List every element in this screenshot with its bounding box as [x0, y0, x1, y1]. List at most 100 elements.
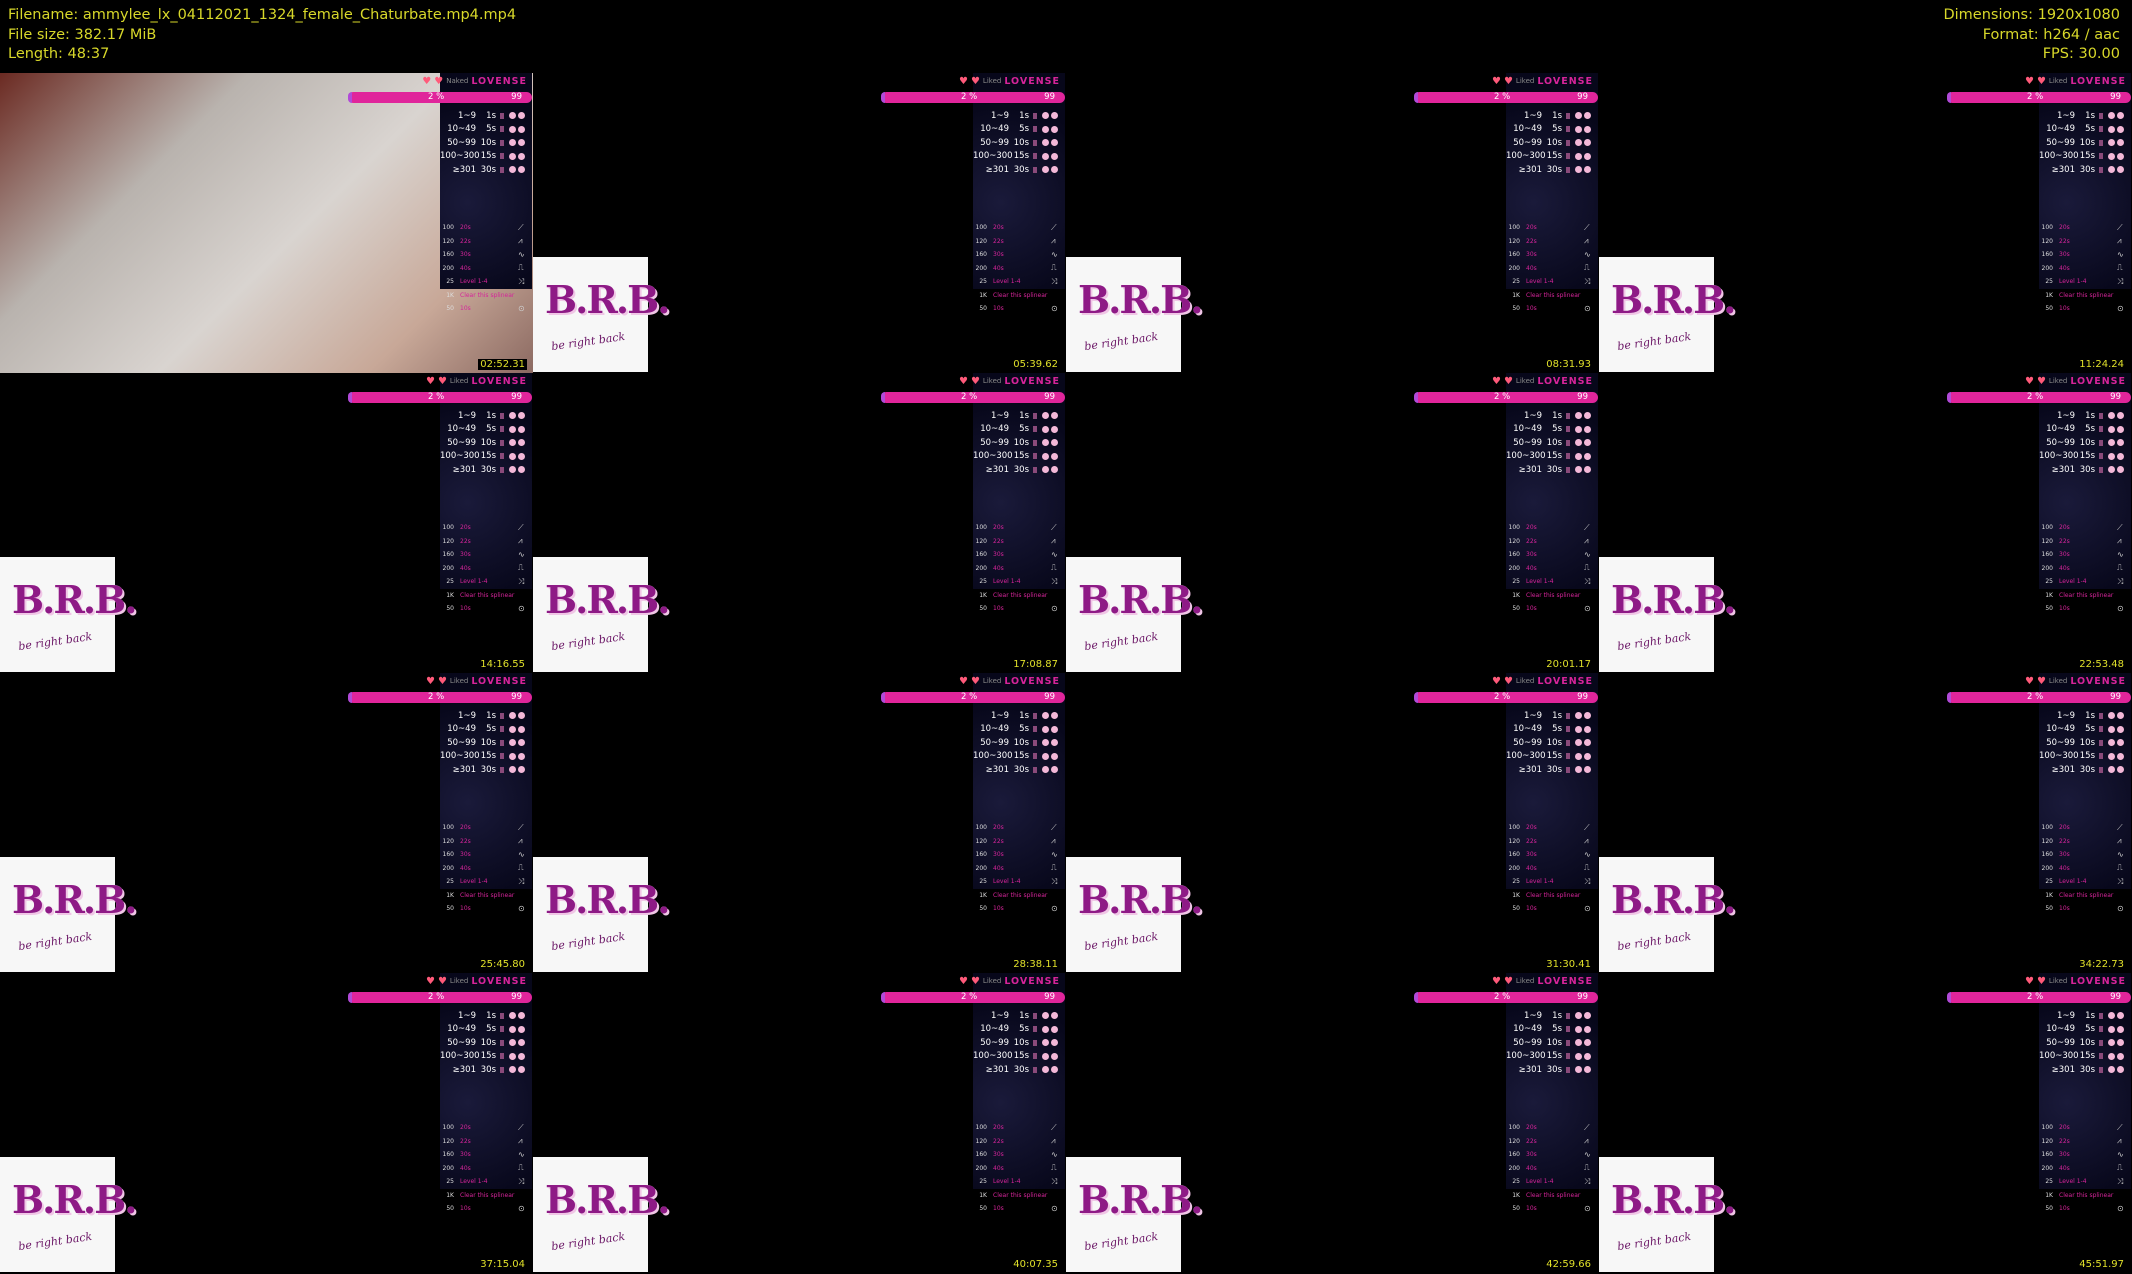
- level-indicator: [500, 739, 504, 746]
- brb-title: B.R.B.: [1611, 1177, 1737, 1222]
- wave-square-icon: ⎍: [2117, 563, 2123, 573]
- tip-duration: 1s: [1552, 710, 1562, 721]
- vibrate-icon: [1042, 452, 1049, 460]
- level-indicator: [1033, 126, 1037, 133]
- brb-title: B.R.B.: [12, 577, 138, 622]
- tip-range: 100~300: [973, 151, 1013, 162]
- command-tokens: 25: [2045, 578, 2053, 586]
- heart-icon: ♥: [970, 975, 980, 987]
- level-indicator: [2099, 439, 2103, 446]
- tip-range: 10~49: [980, 724, 1009, 735]
- tip-duration: 10s: [2079, 437, 2095, 448]
- level-indicator: [2099, 739, 2103, 746]
- tip-range: ≥301: [1518, 164, 1542, 175]
- tip-duration: 5s: [486, 124, 496, 135]
- vibrate-icon: [1575, 725, 1582, 733]
- timestamp: 45:51.97: [2079, 1259, 2124, 1270]
- tip-duration: 15s: [2079, 151, 2095, 162]
- command-tokens: 1K: [446, 291, 454, 299]
- level-indicator: [1566, 126, 1570, 133]
- heart-icon: ♥: [1503, 375, 1513, 387]
- liked-label: Liked: [2048, 677, 2068, 685]
- rotate-icon: [1584, 439, 1591, 447]
- command-name: Clear this splinear: [1526, 291, 1581, 299]
- heart-icon: ♥: [2024, 375, 2034, 387]
- rotate-icon: [2117, 112, 2124, 120]
- command-tokens: 1K: [446, 591, 454, 599]
- timestamp: 05:39.62: [1013, 359, 1058, 370]
- rotate-icon: [518, 139, 525, 147]
- tip-duration: 10s: [1013, 737, 1029, 748]
- rotate-icon: [1584, 139, 1591, 147]
- goal-value: 99: [511, 692, 522, 702]
- tip-menu-panel: [1506, 73, 1598, 289]
- rotate-icon: [1584, 112, 1591, 120]
- tip-range: ≥301: [2051, 764, 2075, 775]
- progress-fill: [1947, 992, 1951, 1003]
- tip-duration: 30s: [1013, 464, 1029, 475]
- rotate-icon: [2117, 166, 2124, 174]
- vibrate-icon: [1042, 166, 1049, 174]
- vibrate-icon: [1042, 1066, 1049, 1074]
- brb-title: B.R.B.: [1078, 577, 1204, 622]
- command-tokens: 120: [2041, 237, 2053, 245]
- heart-icon: ♥: [437, 375, 447, 387]
- command-tokens: 200: [1508, 1164, 1520, 1172]
- shuffle-icon: ⤨: [1051, 576, 1058, 586]
- tip-range: 50~99: [980, 737, 1009, 748]
- command-tokens: 200: [2041, 264, 2053, 272]
- tip-range: 50~99: [980, 437, 1009, 448]
- vibrate-icon: [509, 152, 516, 160]
- rotate-icon: [1051, 412, 1058, 420]
- command-tokens: 100: [442, 824, 454, 832]
- command-name: Level 1-4: [2059, 878, 2087, 886]
- vibrate-icon: [1042, 425, 1049, 433]
- command-name: Level 1-4: [2059, 278, 2087, 286]
- level-indicator: [1033, 426, 1037, 433]
- command-tokens: 50: [979, 905, 987, 913]
- command-name: 20s: [993, 524, 1004, 532]
- tip-range: 50~99: [2046, 137, 2075, 148]
- vibrate-icon: [2108, 1039, 2115, 1047]
- tip-range: ≥301: [1518, 764, 1542, 775]
- level-indicator: [2099, 426, 2103, 433]
- wave-ramp-icon: ⟋: [1051, 222, 1057, 232]
- heart-icon: ♥: [425, 675, 435, 687]
- rotate-icon: [2117, 425, 2124, 433]
- level-indicator: [500, 712, 504, 719]
